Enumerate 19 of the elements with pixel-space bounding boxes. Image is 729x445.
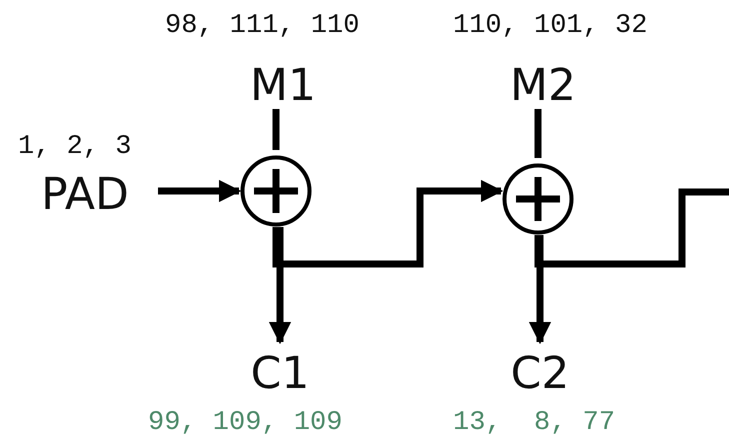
byte-values: 98, 111, 110: [165, 13, 360, 40]
xor-symbol: [502, 163, 574, 235]
arrow: [268, 227, 292, 344]
signal-label: PAD: [30, 170, 140, 220]
connector-line: [534, 188, 729, 268]
signal-label: M2: [505, 63, 581, 109]
arrow: [272, 180, 504, 268]
byte-values: 13, 8, 77: [453, 410, 616, 437]
signal-label: C1: [245, 350, 315, 398]
arrow: [158, 180, 242, 202]
signal-label: M1: [245, 63, 321, 109]
signal-label: C2: [505, 350, 575, 398]
arrow: [528, 235, 552, 344]
connector-line: [534, 109, 542, 158]
connector-line: [272, 109, 280, 150]
byte-values: 99, 109, 109: [148, 410, 342, 437]
byte-values: 110, 101, 32: [453, 13, 648, 40]
byte-values: 1, 2, 3: [18, 134, 132, 161]
xor-symbol: [240, 155, 312, 227]
